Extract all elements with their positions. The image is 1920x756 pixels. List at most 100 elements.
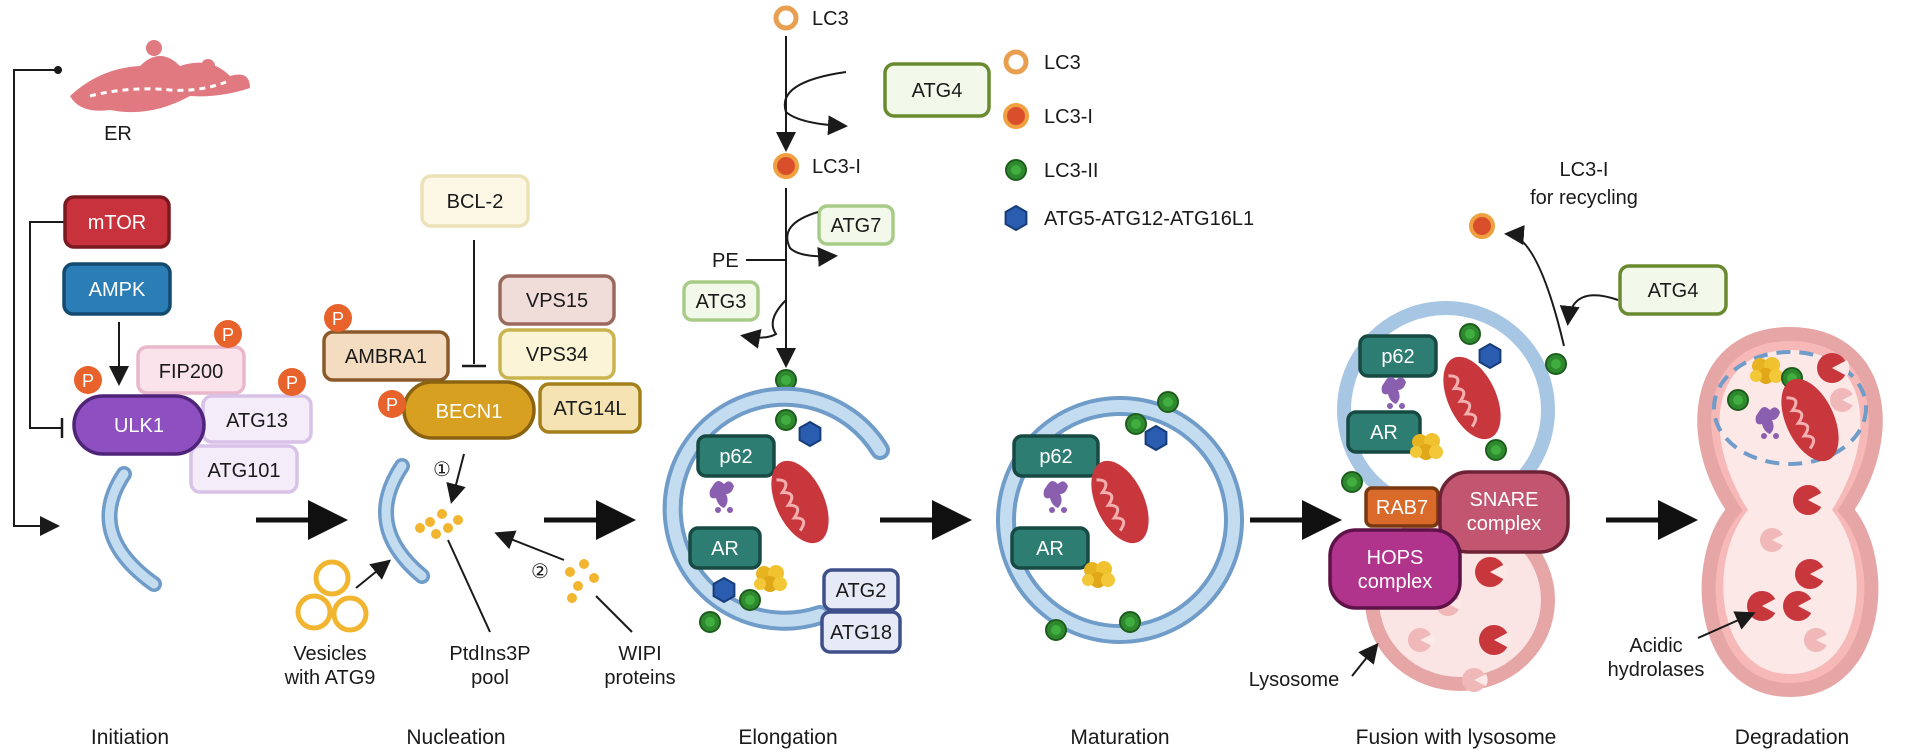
legend-label: ATG5-ATG12-ATG16L1	[1044, 208, 1254, 230]
hydrolases-label-2: hydrolases	[1608, 659, 1705, 681]
ptdins-pointer	[447, 539, 491, 633]
legend-label: LC3-II	[1044, 160, 1098, 182]
hops-label-2: complex	[1358, 571, 1432, 593]
bcl2-box	[420, 174, 530, 228]
rab7-label: RAB7	[1376, 497, 1428, 519]
pe-label: PE	[712, 250, 739, 272]
vps34-box	[498, 328, 616, 380]
vesicles-label-1: Vesicles	[293, 643, 366, 665]
atg7-label: ATG7	[831, 215, 882, 237]
wipi-arrow	[494, 530, 565, 561]
ptdins-label-1: PtdIns3P	[449, 643, 530, 665]
snare-label-2: complex	[1467, 513, 1541, 535]
atg4-label: ATG4	[912, 80, 963, 102]
wipi-label-1: WIPI	[618, 643, 661, 665]
phospho-icon: P	[324, 304, 352, 332]
atg3-label: ATG3	[696, 291, 747, 313]
becn1-label: BECN1	[436, 401, 503, 423]
er-organelle-icon	[70, 40, 250, 113]
stage-label: Maturation	[1070, 726, 1169, 749]
fusion-panel: p62 AR RAB7 SNARE complex HOPS complex L…	[1249, 159, 1728, 692]
fip200-box	[136, 345, 246, 395]
step-2-marker: ②	[531, 561, 549, 583]
recycling-arrow	[1504, 225, 1565, 347]
lysosome-label: Lysosome	[1249, 669, 1339, 691]
hydrolases-arrow	[1697, 611, 1756, 639]
step-1-marker: ①	[433, 459, 451, 481]
atg14l-box	[538, 382, 642, 434]
bcl2-label: BCL-2	[447, 191, 504, 213]
stage-labels: Initiation Nucleation Elongation Maturat…	[91, 726, 1849, 749]
stage-label: Nucleation	[406, 726, 505, 749]
stage-label: Initiation	[91, 726, 169, 749]
lc3-top-label: LC3	[812, 8, 849, 30]
becn1-arrow	[446, 453, 466, 504]
mtor-label: mTOR	[88, 212, 147, 234]
degradation-panel: Acidic hydrolases	[1608, 326, 1883, 698]
atg18-label: ATG18	[830, 622, 892, 644]
svg-text:P: P	[82, 371, 94, 391]
phospho-icon: P	[214, 320, 242, 348]
ar-label: AR	[1370, 422, 1398, 444]
protein-aggregate-icon	[709, 481, 734, 513]
wipi-dots	[565, 559, 599, 603]
cargo-icon	[1410, 433, 1443, 460]
atg13-label: ATG13	[226, 410, 288, 432]
lc3-i-dot-icon	[1469, 213, 1495, 239]
stage-label: Fusion with lysosome	[1356, 726, 1557, 749]
snare-label-1: SNARE	[1470, 489, 1539, 511]
phospho-icon: P	[378, 390, 406, 418]
ar-box	[1346, 410, 1422, 454]
svg-text:P: P	[286, 373, 298, 393]
snare-complex-box	[1438, 470, 1570, 554]
p62-box	[1358, 334, 1438, 378]
lc3i-label: LC3-I	[812, 156, 861, 178]
svg-text:P: P	[332, 309, 344, 329]
ambra1-label: AMBRA1	[345, 346, 427, 368]
cargo-icon	[1082, 561, 1115, 588]
lc3-i-dot-icon	[773, 153, 799, 179]
phospho-icon: P	[278, 368, 306, 396]
atg2-box	[822, 568, 900, 612]
svg-text:P: P	[386, 395, 398, 415]
fip200-label: FIP200	[159, 361, 223, 383]
lc3-ii-dot-icon	[1005, 159, 1027, 181]
elongation-panel: p62 AR ATG2 ATG18	[662, 386, 902, 654]
lc3-i-dot-icon	[1003, 103, 1029, 129]
lc3-ring-icon	[773, 5, 799, 31]
hexagon-icon	[1004, 205, 1028, 231]
er-label: ER	[104, 123, 132, 145]
recycle-label-1: LC3-I	[1560, 159, 1609, 181]
ar-box	[688, 526, 762, 570]
phospho-icon: P	[74, 366, 102, 394]
vesicle-arrow	[355, 559, 392, 589]
atg9-vesicles-icon	[295, 559, 369, 633]
cargo-icon	[754, 565, 787, 592]
lc3-pathway: LC3 ATG4 LC3-I ATG7 PE ATG3	[682, 5, 991, 391]
p62-box	[696, 434, 776, 478]
lc3-ring-icon	[1003, 49, 1029, 75]
ptdins3p-dots	[415, 509, 463, 539]
inner-membrane-remnant	[1712, 350, 1868, 466]
initiation-panel: ER mTOR AMPK FIP200 ATG13 ATG101 ULK1 P …	[13, 40, 313, 592]
atg7-box	[817, 204, 895, 246]
atg4-box	[1618, 264, 1728, 316]
wipi-pointer	[595, 595, 633, 633]
wipi-label-2: proteins	[604, 667, 675, 689]
ulk1-label: ULK1	[114, 415, 164, 437]
ampk-label: AMPK	[89, 279, 146, 301]
legend-label: LC3	[1044, 52, 1081, 74]
atg101-box	[189, 444, 299, 494]
lysosome-arrow	[1351, 642, 1379, 677]
atg4-cleavage-arrow	[783, 71, 848, 136]
svg-text:P: P	[222, 325, 234, 345]
hydrolases-label-1: Acidic	[1629, 635, 1682, 657]
stage-label: Elongation	[738, 726, 837, 749]
hops-label-1: HOPS	[1367, 547, 1424, 569]
ptdins-label-2: pool	[471, 667, 509, 689]
legend: LC3 LC3-I LC3-II ATG5-ATG12-ATG16L1	[1003, 49, 1254, 231]
stage-label: Degradation	[1735, 726, 1849, 749]
rab7-box	[1364, 486, 1440, 528]
